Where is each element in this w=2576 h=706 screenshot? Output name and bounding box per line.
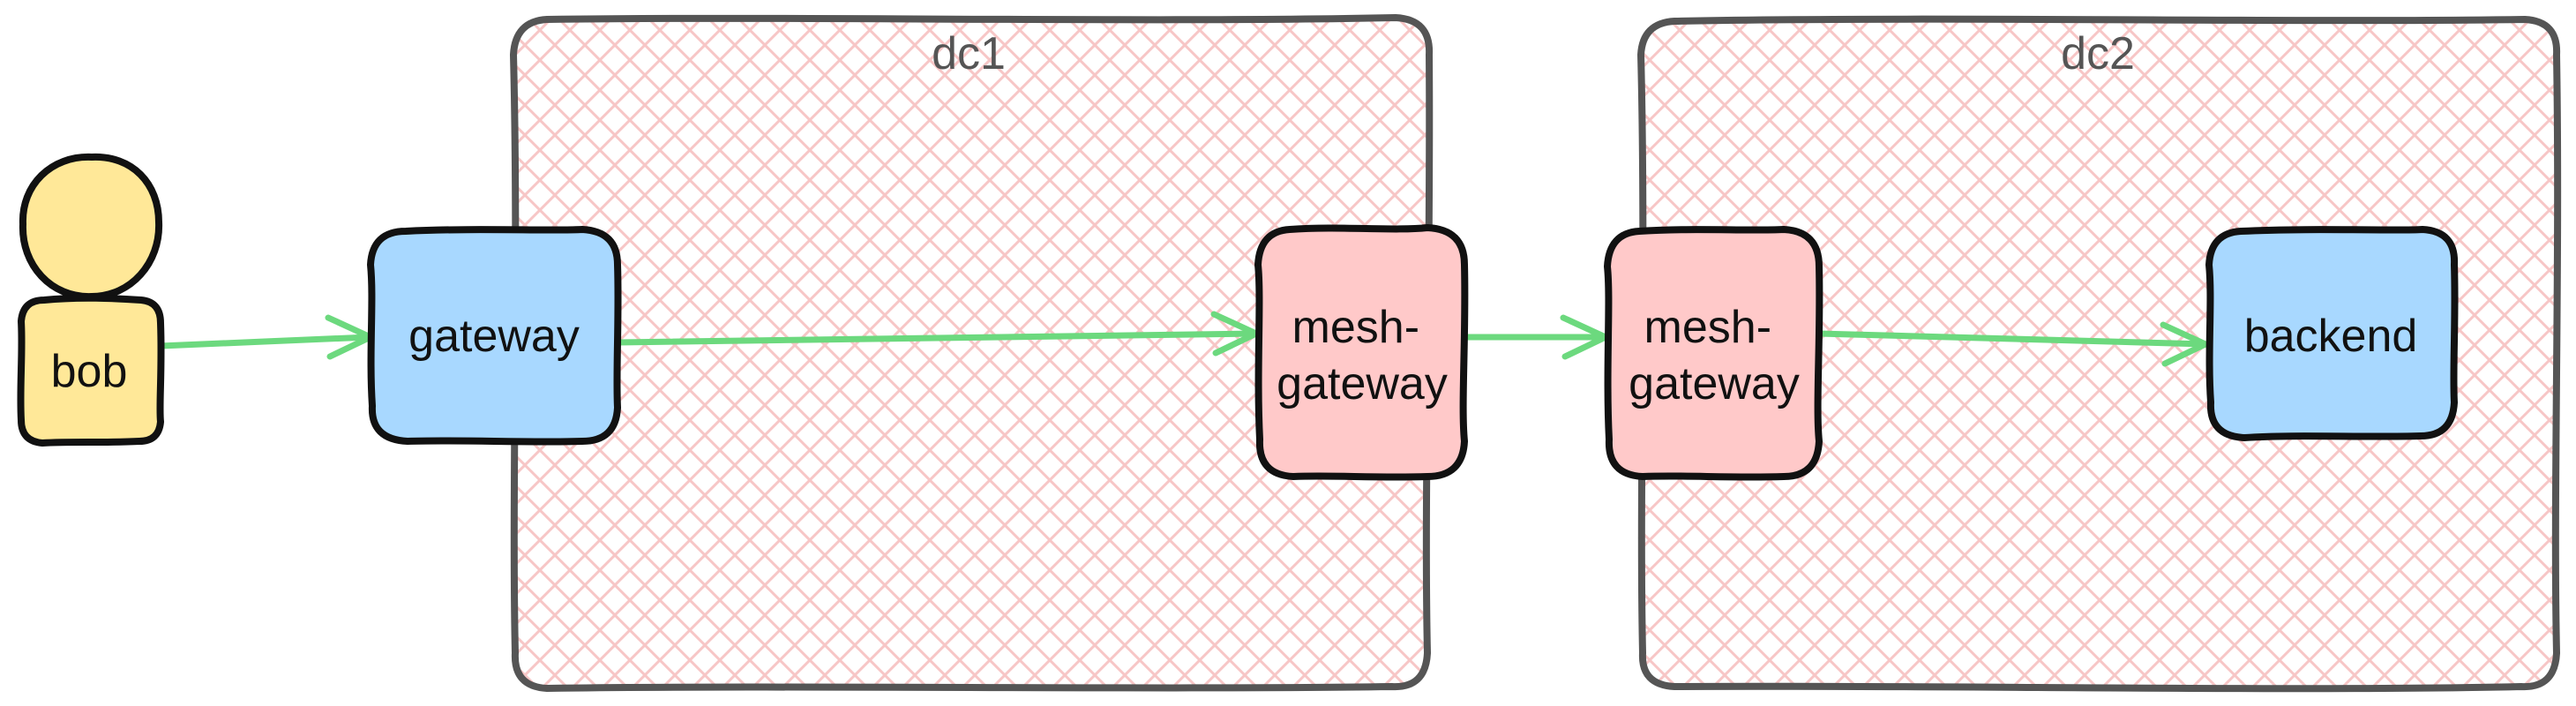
person-head [19,153,163,301]
edge-mesh-gateway-dc2-to-backend [1816,321,2209,367]
mesh-gateway-dc2-label: mesh- gateway [1629,302,1800,409]
arrowhead-icon [2160,321,2209,367]
mesh-gateway-dc1-box [1254,224,1469,481]
frame-dc2-fill [1641,19,2558,688]
mesh-gateway-dc1-line2: gateway [1277,358,1448,409]
edge-line [157,334,372,349]
bob-node[interactable]: bob [17,153,165,447]
mesh-gateway-dc2-line2: gateway [1629,358,1800,409]
frame-dc1-fill [513,19,1429,688]
backend-box [2205,226,2459,441]
edge-line [614,330,1260,346]
mesh-gateway-dc1-line1: mesh- [1292,302,1419,353]
backend-label: backend [2244,311,2418,362]
gateway-node[interactable]: gateway [367,226,622,446]
frame-dc1-label: dc1 [932,28,1006,79]
mesh-gateway-dc2-box [1604,226,1823,481]
edge-mesh-gateway-dc1-to-dc2 [1461,314,1609,360]
gateway-label: gateway [408,311,580,362]
backend-node[interactable]: backend [2205,226,2459,441]
person-icon [17,153,165,447]
edge-bob-to-gateway [157,314,374,360]
frame-dc2-label: dc2 [2061,28,2135,79]
bob-label: bob [51,346,128,397]
person-body [17,294,165,447]
mesh-gateway-dc2-node[interactable]: mesh- gateway [1604,226,1823,481]
mesh-gateway-dc1-node[interactable]: mesh- gateway [1254,224,1469,481]
edge-line [1816,330,2209,348]
mesh-gateway-dc2-line1: mesh- [1644,302,1771,353]
mesh-gateway-dc1-label: mesh- gateway [1277,302,1448,409]
gateway-box [367,226,622,446]
